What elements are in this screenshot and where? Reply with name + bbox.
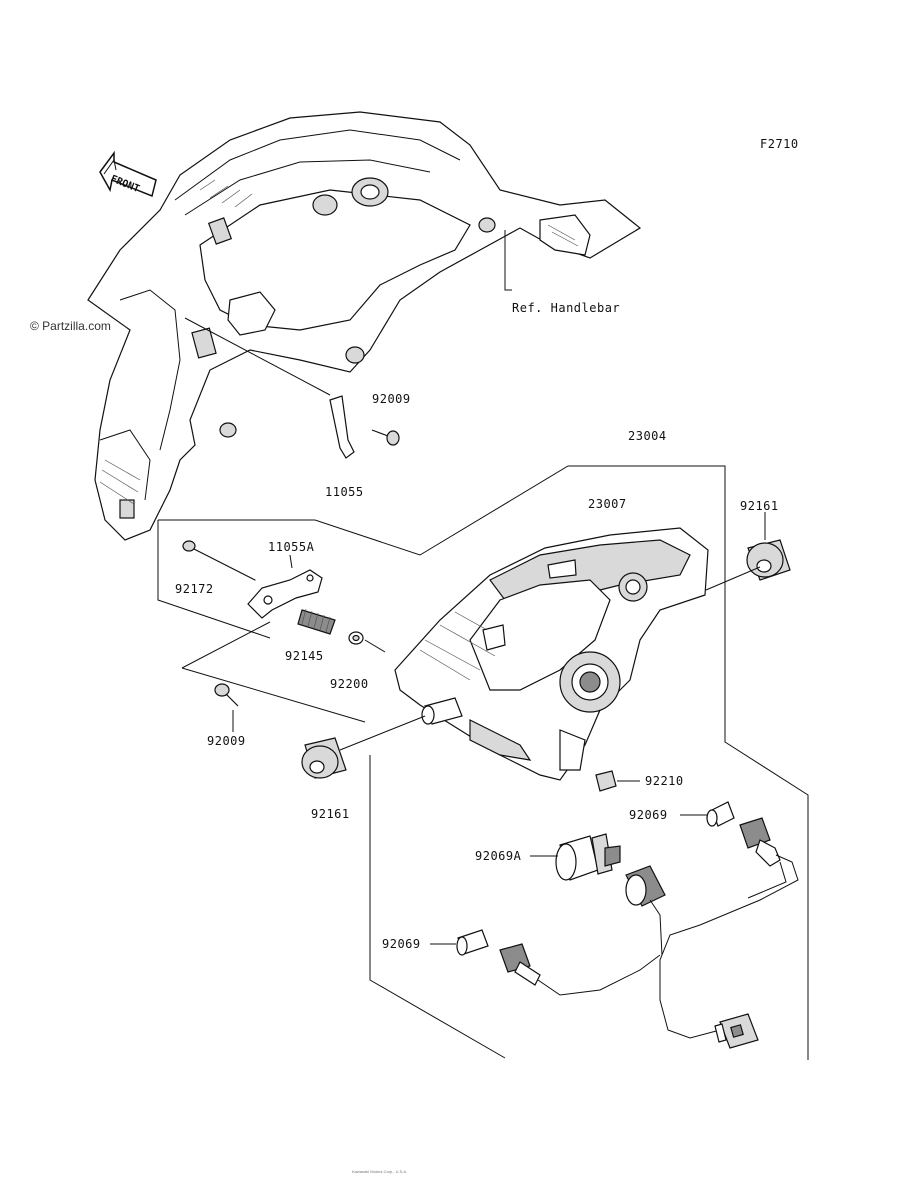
- ref-handlebar-label: Ref. Handlebar: [512, 301, 620, 315]
- bulb-92069A: [555, 833, 621, 881]
- connector: [714, 1013, 759, 1049]
- label-23007: 23007: [588, 497, 627, 511]
- screw-92009-left: [214, 683, 239, 707]
- bolt-92172: [182, 540, 256, 581]
- socket-lower: [499, 943, 541, 986]
- bolt-92009-top: [371, 429, 400, 446]
- label-11055A: 11055A: [268, 540, 315, 554]
- label-11055: 11055: [325, 485, 364, 499]
- watermark: © Partzilla.com: [30, 319, 111, 333]
- label-92161-right: 92161: [740, 499, 779, 513]
- leader-92009-left-a: [181, 621, 271, 669]
- front-arrow-icon: FRONT: [99, 150, 157, 198]
- socket-main: [625, 865, 666, 907]
- leader-11055A: [289, 554, 293, 569]
- socket-upper: [739, 817, 781, 867]
- label-92210: 92210: [645, 774, 684, 788]
- label-92009-left: 92009: [207, 734, 246, 748]
- label-92161-left: 92161: [311, 807, 350, 821]
- nut-92210: [595, 770, 617, 792]
- ref-handlebar-leader: [504, 230, 512, 291]
- leader-92161-left: [339, 715, 426, 751]
- bracket-11055A: [247, 569, 323, 619]
- figure-code: F2710: [760, 137, 799, 151]
- leader-92009-left-b: [181, 667, 366, 723]
- leader-92200: [364, 639, 386, 653]
- label-92069-lower: 92069: [382, 937, 421, 951]
- leader-92161-right-b: [705, 566, 761, 591]
- spring-92145: [297, 608, 336, 635]
- label-92069A: 92069A: [475, 849, 522, 863]
- footer-note: Kawasaki Motors Corp., U.S.A.: [352, 1169, 407, 1174]
- headlight-unit: [394, 527, 709, 781]
- wiring-harness: [537, 854, 799, 1039]
- upper-fairing-assembly: [87, 111, 642, 541]
- grommet-92161-left: [301, 737, 347, 779]
- bulb-92069-lower: [456, 929, 489, 956]
- leader-11055: [184, 317, 331, 396]
- bulb-92069-upper: [706, 801, 735, 827]
- washer-92200: [348, 631, 364, 645]
- assembly-23004-outline: [157, 465, 809, 1060]
- label-92009-top: 92009: [372, 392, 411, 406]
- label-92200: 92200: [330, 677, 369, 691]
- label-23004: 23004: [628, 429, 667, 443]
- label-92172: 92172: [175, 582, 214, 596]
- label-92145: 92145: [285, 649, 324, 663]
- bracket-11055: [329, 395, 355, 459]
- label-92069-upper: 92069: [629, 808, 668, 822]
- grommet-92161-right: [746, 539, 791, 581]
